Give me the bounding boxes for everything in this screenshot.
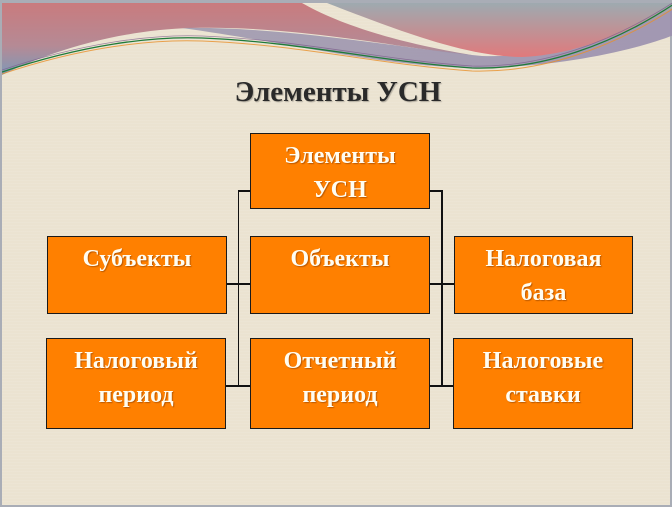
node-tax-base-line2: база (520, 280, 567, 306)
connector-left-row1 (226, 283, 250, 285)
node-objects-line1: Объекты (290, 246, 390, 272)
connector-left-vertical (237, 190, 239, 387)
node-tax-period-line2: период (98, 382, 174, 408)
node-tax-rates-line2: ставки (505, 382, 581, 408)
node-tax-rates: Налоговые ставки (453, 338, 633, 429)
slide-title: Элементы УСН (234, 76, 442, 108)
connector-right-top (430, 190, 442, 192)
node-tax-period-line1: Налоговый (74, 348, 198, 374)
node-tax-base-line1: Налоговая (485, 246, 602, 272)
connector-right-vertical (441, 190, 443, 387)
connector-right-row1 (430, 283, 454, 285)
connector-left-top (238, 190, 250, 192)
node-root-line1: Элементы (284, 143, 396, 169)
node-tax-period: Налоговый период (46, 338, 226, 429)
connector-left-row2 (226, 385, 250, 387)
node-reporting-period: Отчетный период (250, 338, 430, 429)
node-tax-base: Налоговая база (454, 236, 633, 314)
node-root-line2: УСН (313, 177, 367, 203)
node-objects: Объекты (250, 236, 430, 314)
decorative-wave-banner (2, 0, 672, 75)
node-reporting-period-line1: Отчетный (283, 348, 397, 374)
node-tax-rates-line1: Налоговые (482, 348, 604, 374)
node-root-usn: Элементы УСН (250, 133, 430, 209)
node-reporting-period-line2: период (302, 382, 378, 408)
node-subjects-line1: Субъекты (82, 246, 192, 272)
node-subjects: Субъекты (47, 236, 227, 314)
connector-right-row2 (430, 385, 454, 387)
